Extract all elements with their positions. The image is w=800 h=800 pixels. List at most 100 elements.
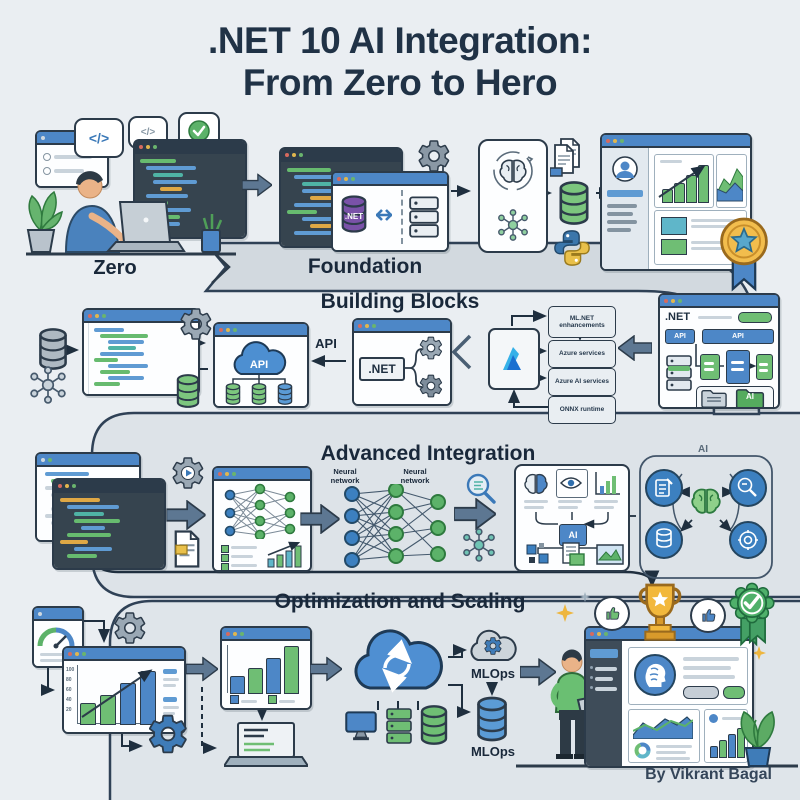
legend-line	[231, 564, 257, 567]
medal-badge-icon	[720, 217, 768, 292]
y-tick: 20	[66, 707, 72, 713]
laptop	[105, 201, 186, 252]
brain-icon	[524, 473, 548, 494]
legend-line	[163, 712, 175, 715]
cloud-connectors	[232, 375, 286, 384]
ai-box: AI	[559, 524, 587, 546]
titlebar	[84, 310, 198, 323]
line	[40, 659, 64, 662]
api-chip: API	[665, 329, 695, 344]
module-green	[700, 354, 720, 380]
titlebar	[354, 320, 450, 333]
dashboard-window	[600, 133, 752, 271]
server-stack-icon	[666, 346, 692, 400]
nav-item[interactable]	[607, 220, 637, 224]
hero-dashboard-window	[584, 626, 754, 768]
bar	[662, 189, 673, 203]
code-line	[74, 519, 120, 523]
titlebar	[64, 648, 184, 661]
x-axis	[77, 723, 161, 724]
nav-item[interactable]	[607, 204, 637, 208]
neural-network-diagram	[344, 484, 446, 568]
dashboard-body	[586, 641, 752, 766]
stats-card	[704, 709, 748, 763]
code-line	[74, 512, 104, 516]
cluster-arrows	[677, 486, 735, 532]
person	[64, 171, 126, 253]
titlebar	[34, 608, 82, 621]
primary-button[interactable]	[723, 686, 745, 699]
spec-document-icon	[172, 530, 202, 568]
green-pill-button[interactable]	[738, 312, 772, 323]
row4-connectors	[41, 620, 498, 754]
secondary-button[interactable]	[683, 686, 719, 699]
legend-chip	[163, 669, 177, 674]
nav-item[interactable]	[607, 212, 633, 216]
growth-chart-icon	[595, 472, 620, 495]
gear-icon	[178, 306, 214, 342]
title-line-2: From Zero to Hero	[242, 61, 558, 103]
mlops-label-1: MLOps	[470, 666, 516, 681]
bar	[284, 646, 299, 694]
trophy-icon	[638, 583, 682, 641]
ai-head-icon	[634, 654, 676, 696]
nav-item[interactable]	[607, 228, 631, 232]
arrow-right-icon	[300, 504, 340, 534]
code-line	[94, 382, 120, 386]
gutter	[88, 323, 89, 394]
mlops-cloud-icon	[470, 629, 517, 661]
folders-panel: AI	[696, 386, 774, 407]
line	[656, 751, 686, 754]
service-box-mlnet: ML.NET enhancements	[548, 306, 616, 338]
face-profiles	[672, 473, 740, 531]
sidebar	[586, 641, 622, 766]
legend-line	[163, 678, 179, 681]
code-line	[287, 168, 331, 172]
y-axis	[77, 665, 78, 723]
network-graph-icon	[28, 366, 68, 404]
line	[691, 247, 727, 250]
line	[691, 219, 739, 222]
code-line	[160, 187, 182, 191]
database-icon-blue	[474, 696, 510, 742]
developer-at-desk-illustration	[26, 171, 223, 253]
ai-cluster-label: AI	[698, 444, 708, 455]
code-speech-bubble: </>	[74, 118, 124, 158]
arrow-right-icon	[242, 173, 272, 197]
nav-item-active[interactable]	[590, 649, 618, 658]
gear-icon	[418, 335, 444, 361]
thumbs-up-icon	[604, 605, 621, 622]
code-line	[100, 352, 144, 356]
nav-dot	[590, 666, 593, 669]
server-green-row	[668, 366, 690, 371]
y-tick: 60	[66, 687, 72, 693]
line	[704, 362, 714, 365]
thumbs-up-bubble	[594, 596, 630, 631]
database-icon-green	[418, 704, 450, 746]
code-line	[294, 203, 340, 207]
qr-blocks-icon	[526, 543, 549, 564]
code-line	[100, 370, 130, 374]
code-line	[146, 166, 196, 170]
line	[524, 500, 548, 503]
line	[558, 500, 582, 503]
nav-item[interactable]	[595, 687, 617, 691]
nav-item[interactable]	[595, 667, 617, 671]
verified-rosette-icon	[729, 582, 775, 647]
database-icon-gray	[36, 328, 70, 370]
stage-label-zero: Zero	[93, 257, 137, 279]
branch-lines	[404, 348, 423, 388]
stage-label-optimization: Optimization and Scaling	[274, 590, 526, 613]
neural-network-label-1: Neural network	[330, 467, 360, 485]
model-window	[212, 466, 312, 572]
stage-label-building-blocks: Building Blocks	[320, 290, 480, 313]
legend-swatch	[268, 695, 277, 704]
nav-item-active[interactable]	[607, 190, 643, 197]
code-line	[310, 224, 332, 228]
title-line-1: .NET 10 AI Integration:	[208, 20, 592, 61]
nav-item[interactable]	[595, 677, 613, 681]
laptop-icon	[224, 722, 308, 767]
window-body: .NET	[354, 333, 450, 404]
area-chart-card	[716, 154, 747, 208]
dotnet-data-window: .NET	[331, 171, 449, 252]
